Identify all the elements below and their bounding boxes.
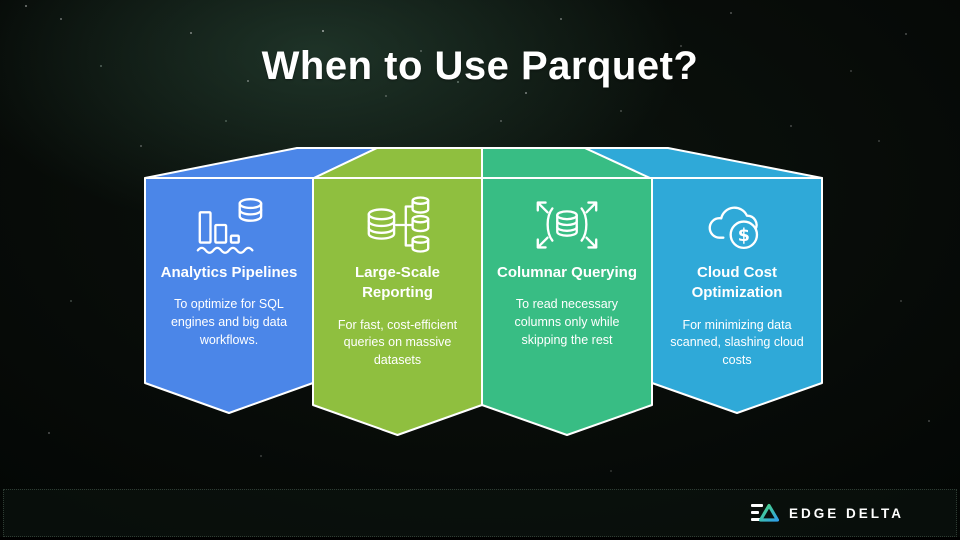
banner-1-pennant — [144, 177, 314, 414]
bottom-edge — [0, 537, 960, 540]
svg-text:$: $ — [738, 226, 750, 246]
delta-triangle-icon — [758, 503, 779, 522]
banner-large-scale-reporting: Large-Scale Reporting For fast, cost-eff… — [313, 194, 482, 370]
banner-description: To read necessary columns only while ski… — [514, 297, 620, 347]
logo-bar — [750, 518, 763, 522]
logo-bar — [750, 504, 763, 508]
banner-description: For fast, cost-efficient queries on mass… — [337, 317, 458, 368]
banner-cloud-cost-optimization: $ Cloud Cost Optimization For minimizing… — [652, 194, 822, 370]
database-tree-icon — [367, 196, 429, 253]
star-field — [25, 5, 27, 7]
banner-3-pennant — [481, 177, 653, 436]
page-title: When to Use Parquet? — [261, 44, 699, 88]
banner-description: For minimizing data scanned, slashing cl… — [670, 317, 804, 368]
edge-delta-logo-icon — [750, 503, 779, 523]
bar-chart-database-icon — [196, 198, 263, 254]
cloud-dollar-icon: $ — [708, 206, 759, 250]
banner-title: Columnar Querying — [496, 264, 638, 281]
footer-strip: EDGE DELTA — [3, 489, 957, 537]
banner-analytics-pipelines: Analytics Pipelines To optimize for SQL … — [145, 194, 313, 350]
banner-columnar-querying: Columnar Querying To read necessary colu… — [482, 194, 652, 350]
brand-logo: EDGE DELTA — [750, 503, 904, 523]
brand-name: EDGE DELTA — [788, 505, 904, 521]
banner-title: Large-Scale Reporting — [354, 264, 441, 302]
logo-bar — [750, 511, 759, 515]
database-expand-icon — [536, 201, 598, 249]
banner-title: Cloud Cost Optimization — [691, 264, 783, 302]
banner-2-pennant — [312, 177, 483, 436]
banner-title: Analytics Pipelines — [160, 264, 298, 281]
banner-description: To optimize for SQL engines and big data… — [170, 297, 288, 347]
